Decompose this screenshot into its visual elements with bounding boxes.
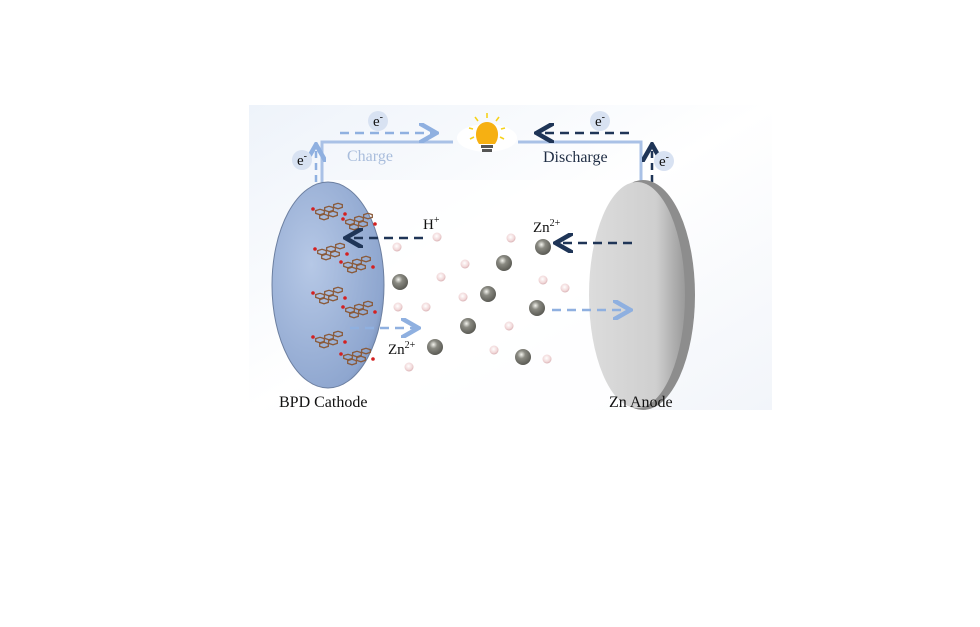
proton	[489, 345, 499, 355]
zn-ion	[496, 255, 512, 271]
bpd-molecule	[311, 330, 347, 349]
zn-ion	[515, 349, 531, 365]
proton	[421, 302, 431, 312]
proton	[432, 232, 442, 242]
bpd-molecule	[341, 300, 377, 319]
zn-ion	[460, 318, 476, 334]
zn-ion	[529, 300, 545, 316]
zn-ion-label: Zn2+	[533, 218, 561, 236]
zn-ion	[392, 274, 408, 290]
zn-ion-label: Zn2+	[388, 340, 416, 358]
svg-text:e-: e-	[659, 152, 669, 170]
electron-badge: e-	[590, 111, 610, 131]
svg-text:e-: e-	[595, 112, 605, 130]
proton	[392, 242, 402, 252]
charge-label: Charge	[347, 148, 393, 165]
proton	[460, 259, 470, 269]
bpd-molecule	[339, 347, 375, 366]
proton	[436, 272, 446, 282]
bpd-molecule	[339, 255, 375, 274]
zn-ion	[427, 339, 443, 355]
bpd-molecule	[311, 202, 347, 221]
electron-badge: e-	[654, 151, 674, 171]
proton	[504, 321, 514, 331]
electron-badge: e-	[292, 150, 312, 170]
proton	[404, 362, 414, 372]
proton	[393, 302, 403, 312]
proton	[506, 233, 516, 243]
discharge-label: Discharge	[543, 149, 608, 166]
anode-label: Zn Anode	[609, 394, 673, 411]
proton	[538, 275, 548, 285]
zn-anode	[589, 180, 695, 410]
zn-ion	[535, 239, 551, 255]
bpd-molecule	[311, 286, 347, 305]
proton	[560, 283, 570, 293]
svg-text:e-: e-	[297, 151, 307, 169]
lightbulb-icon	[457, 113, 517, 152]
svg-text:e-: e-	[373, 112, 383, 130]
electrolyte-ions	[392, 232, 570, 372]
zn-ion	[480, 286, 496, 302]
cathode-label: BPD Cathode	[279, 394, 367, 411]
proton-label: H+	[423, 215, 440, 233]
proton	[458, 292, 468, 302]
bpd-molecule	[313, 242, 349, 261]
proton	[542, 354, 552, 364]
electron-badge: e-	[368, 111, 388, 131]
